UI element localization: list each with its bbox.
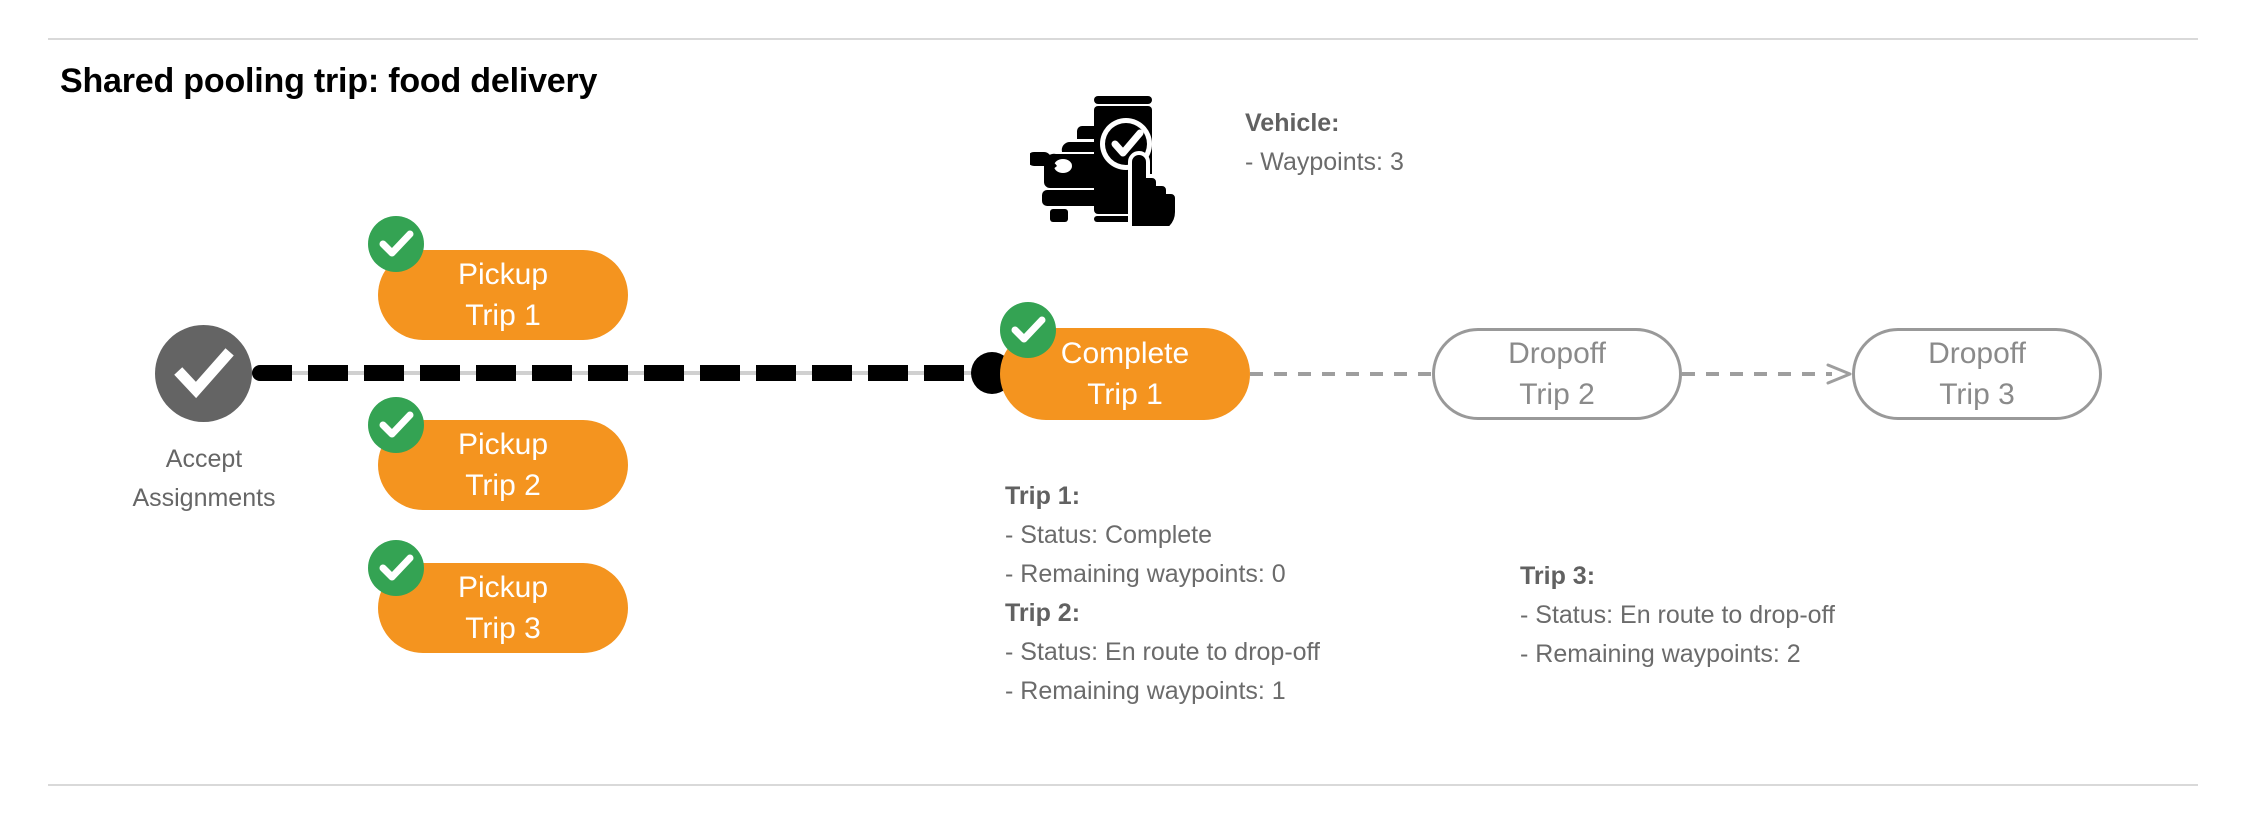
trip-3-note-colon: : — [1586, 562, 1596, 590]
dropoff-3-line1: Dropoff — [1928, 337, 2026, 370]
trip-1-status-line: - Status: Complete — [1005, 521, 1213, 549]
trip-3-note-label: Trip 3 — [1520, 562, 1587, 590]
trip-1-note-label: Trip 1 — [1005, 482, 1072, 510]
check-badge-icon-pickup-1 — [368, 216, 424, 272]
arrow-head-icon — [1826, 359, 1856, 389]
dropoff-3-line2: Trip 3 — [1939, 378, 2015, 411]
vehicle-note-label: Vehicle — [1245, 109, 1332, 137]
dropoff2-to-dropoff3-connector — [1682, 372, 1832, 376]
trip-1-note-colon: : — [1071, 482, 1081, 510]
trip-2-note-colon: : — [1071, 599, 1081, 627]
accept-to-complete-connector — [252, 362, 992, 384]
dropoff-trip-2-node[interactable]: Dropoff Trip 2 — [1432, 328, 1682, 420]
page-title: Shared pooling trip: food delivery — [60, 62, 598, 100]
trip-3-status-line: - Status: En route to drop-off — [1520, 601, 1835, 629]
pickup-1-line2: Trip 1 — [465, 299, 541, 332]
complete-to-dropoff2-connector — [1250, 372, 1432, 376]
dropoff-2-line2: Trip 2 — [1519, 378, 1595, 411]
vehicle-waypoints-line: - Waypoints: 3 — [1245, 148, 1404, 176]
pickup-1-line1: Pickup — [457, 258, 549, 291]
trip-3-notes: Trip 3: - Status: En route to drop-off -… — [1520, 557, 1835, 674]
complete-line2: Trip 1 — [1087, 378, 1163, 411]
accept-label-line2: Assignments — [132, 484, 276, 512]
complete-line1: Complete — [1060, 337, 1190, 370]
pickup-trip-1-node[interactable]: Pickup Trip 1 — [378, 250, 628, 340]
dropoff-trip-3-node[interactable]: Dropoff Trip 3 — [1852, 328, 2102, 420]
connector-dashes — [252, 365, 992, 381]
check-badge-icon-complete-1 — [1000, 302, 1056, 358]
trip-3-waypoints-line: - Remaining waypoints: 2 — [1520, 640, 1801, 668]
check-circle-icon — [174, 348, 234, 399]
trip-1-and-2-notes: Trip 1: - Status: Complete - Remaining w… — [1005, 477, 1320, 711]
trip-2-status-line: - Status: En route to drop-off — [1005, 638, 1320, 666]
vehicle-note: Vehicle: - Waypoints: 3 — [1245, 104, 1404, 182]
check-badge-icon-pickup-3 — [368, 540, 424, 596]
pickup-2-line2: Trip 2 — [465, 469, 541, 502]
trip-1-waypoints-line: - Remaining waypoints: 0 — [1005, 560, 1286, 588]
accept-assignments-label: Accept Assignments — [104, 440, 304, 518]
divider-top — [48, 38, 2198, 40]
car-phone-check-icon — [1030, 86, 1190, 226]
accept-label-line1: Accept — [165, 445, 243, 473]
accept-assignments-node[interactable] — [155, 325, 252, 422]
trip-2-note-label: Trip 2 — [1005, 599, 1072, 627]
check-badge-icon-pickup-2 — [368, 397, 424, 453]
pickup-trip-2-node[interactable]: Pickup Trip 2 — [378, 420, 628, 510]
dropoff-2-line1: Dropoff — [1508, 337, 1606, 370]
pickup-3-line2: Trip 3 — [465, 612, 541, 645]
trip-2-waypoints-line: - Remaining waypoints: 1 — [1005, 677, 1286, 705]
pickup-3-line1: Pickup — [457, 571, 549, 604]
vehicle-note-colon: : — [1331, 109, 1340, 137]
pickup-2-line1: Pickup — [457, 428, 549, 461]
divider-bottom — [48, 784, 2198, 786]
